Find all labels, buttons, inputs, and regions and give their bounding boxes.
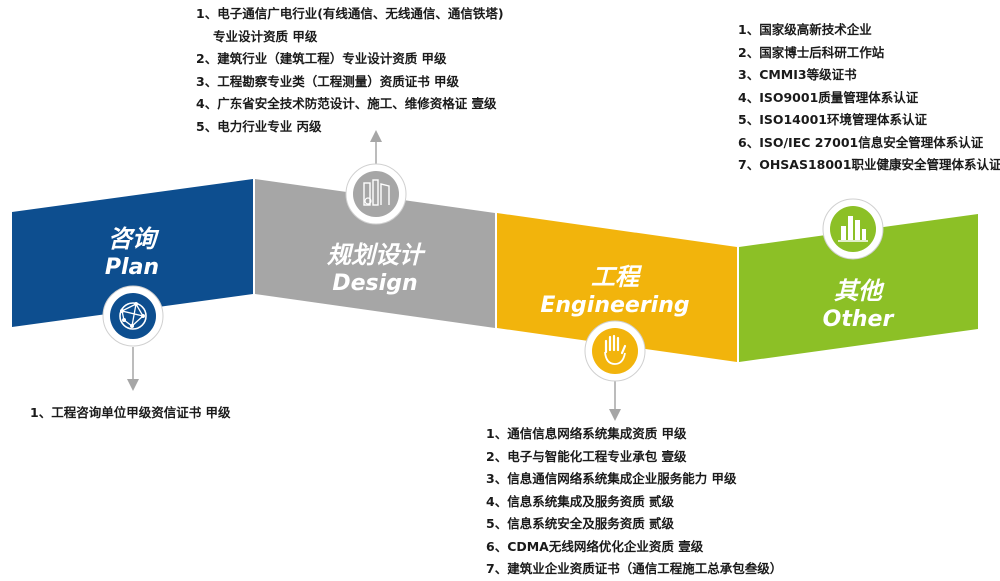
bar-buildings-icon: [822, 198, 884, 260]
design-title: 规划设计 Design: [300, 240, 450, 298]
list-item: 7、建筑业企业资质证书（通信工程施工总承包叁级）: [486, 561, 783, 576]
plan-title: 咨询 Plan: [62, 224, 202, 282]
other-title-en: Other: [822, 307, 894, 332]
list-item: 5、ISO14001环境管理体系认证: [738, 112, 927, 127]
list-item: 3、信息通信网络系统集成企业服务能力 甲级: [486, 471, 737, 486]
design-title-en: Design: [332, 271, 418, 296]
plan-segment: [12, 179, 253, 327]
list-item-line: 1、电子通信广电行业(有线通信、无线通信、通信铁塔): [196, 6, 504, 21]
engineering-title-cn: 工程: [591, 263, 639, 291]
list-item: 3、CMMI3等级证书: [738, 67, 857, 82]
list-item-sub: 专业设计资质 甲级: [213, 28, 318, 44]
design-tools-icon: [345, 163, 407, 225]
list-item: 2、建筑行业（建筑工程）专业设计资质 甲级: [196, 51, 447, 66]
engineering-qualification-list: 1、通信信息网络系统集成资质 甲级 2、电子与智能化工程专业承包 壹级 3、信息…: [486, 423, 782, 581]
list-item: 4、信息系统集成及服务资质 贰级: [486, 493, 675, 509]
plan-qualification-list: 1、工程咨询单位甲级资信证书 甲级: [30, 402, 231, 425]
network-globe-icon: [102, 285, 164, 347]
other-qualification-list: 1、国家级高新技术企业 2、国家博士后科研工作站 3、CMMI3等级证书 4、I…: [738, 19, 1000, 177]
design-qualification-list: 1、电子通信广电行业(有线通信、无线通信、通信铁塔) 专业设计资质 甲级 2、建…: [196, 3, 504, 138]
list-item: 5、电力行业专业 丙级: [196, 118, 322, 134]
design-title-cn: 规划设计: [327, 241, 423, 269]
engineering-title: 工程 Engineering: [525, 262, 705, 320]
list-item: 1、通信信息网络系统集成资质 甲级: [486, 426, 687, 441]
other-title: 其他 Other: [788, 276, 928, 334]
plan-title-cn: 咨询: [108, 225, 156, 253]
other-segment: [739, 214, 978, 362]
other-title-cn: 其他: [834, 277, 882, 305]
list-item: 6、CDMA无线网络优化企业资质 壹级: [486, 538, 704, 554]
list-item: 1、电子通信广电行业(有线通信、无线通信、通信铁塔) 专业设计资质 甲级: [196, 3, 504, 48]
engineering-title-en: Engineering: [540, 293, 690, 318]
list-item: 2、电子与智能化工程专业承包 壹级: [486, 448, 687, 464]
design-segment: [255, 179, 495, 328]
engineering-segment: [497, 213, 737, 362]
list-item: 6、ISO/IEC 27001信息安全管理体系认证: [738, 134, 984, 150]
list-item: 5、信息系统安全及服务资质 贰级: [486, 516, 675, 531]
list-item: 3、工程勘察专业类（工程测量）资质证书 甲级: [196, 73, 460, 89]
list-item: 1、国家级高新技术企业: [738, 22, 872, 37]
list-item: 7、OHSAS18001职业健康安全管理体系认证: [738, 157, 1000, 172]
list-item: 4、广东省安全技术防范设计、施工、维修资格证 壹级: [196, 96, 497, 111]
list-item: 4、ISO9001质量管理体系认证: [738, 89, 919, 105]
glove-hand-icon: [584, 320, 646, 382]
plan-title-en: Plan: [104, 255, 160, 280]
list-item: 1、工程咨询单位甲级资信证书 甲级: [30, 405, 231, 420]
list-item: 2、国家博士后科研工作站: [738, 44, 885, 60]
